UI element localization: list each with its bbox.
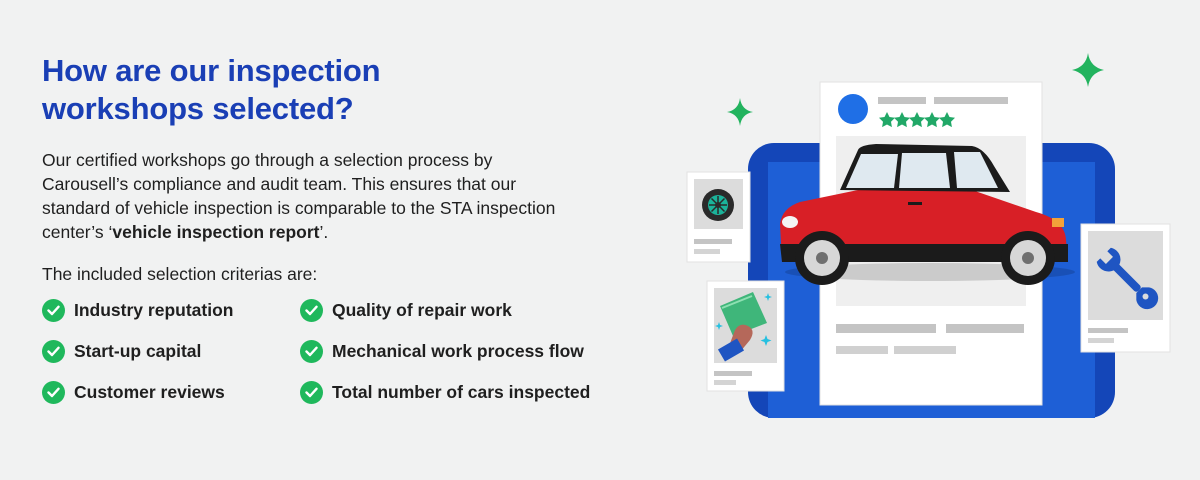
title-line-1: How are our inspection <box>42 53 381 88</box>
description-paragraph: Our certified workshops go through a sel… <box>42 148 582 244</box>
criterion-item: Industry reputation <box>42 298 300 322</box>
illustration <box>680 40 1180 440</box>
criterion-item: Mechanical work process flow <box>300 339 620 363</box>
criterion-label: Start-up capital <box>74 340 202 361</box>
check-circle-icon <box>42 298 65 322</box>
criterion-item: Customer reviews <box>42 380 300 404</box>
criterion-label: Customer reviews <box>74 381 225 402</box>
title-line-2: workshops selected? <box>42 91 354 126</box>
check-circle-icon <box>300 339 323 363</box>
star-icon <box>879 112 955 128</box>
content-section: How are our inspection workshops selecte… <box>42 52 662 404</box>
criterion-label: Quality of repair work <box>332 299 512 320</box>
check-circle-icon <box>300 298 323 322</box>
criterion-label: Total number of cars inspected <box>332 381 591 402</box>
criterion-label: Mechanical work process flow <box>332 340 584 361</box>
check-circle-icon <box>42 380 65 404</box>
criterion-item: Start-up capital <box>42 339 300 363</box>
criterion-item: Total number of cars inspected <box>300 380 620 404</box>
car-illustration <box>780 144 1075 285</box>
description-part-1: Our certified workshops go through a sel… <box>42 150 556 242</box>
wrench-icon <box>1096 247 1159 310</box>
sparkle-icon <box>1072 53 1104 87</box>
avatar-icon <box>838 94 868 124</box>
sparkle-icon <box>727 98 753 126</box>
check-circle-icon <box>300 380 323 404</box>
criteria-intro: The included selection criterias are: <box>42 264 318 284</box>
page-title: How are our inspection workshops selecte… <box>42 52 662 128</box>
criterion-label: Industry reputation <box>74 299 234 320</box>
wheel-icon <box>702 189 734 221</box>
description-part-2: ’. <box>319 222 329 242</box>
description-bold: vehicle inspection report <box>112 222 320 242</box>
criteria-list: Industry reputation Quality of repair wo… <box>42 298 662 404</box>
cleaning-hand-icon <box>715 292 772 362</box>
check-circle-icon <box>42 339 65 363</box>
inspection-illustration <box>686 53 1171 418</box>
criterion-item: Quality of repair work <box>300 298 620 322</box>
